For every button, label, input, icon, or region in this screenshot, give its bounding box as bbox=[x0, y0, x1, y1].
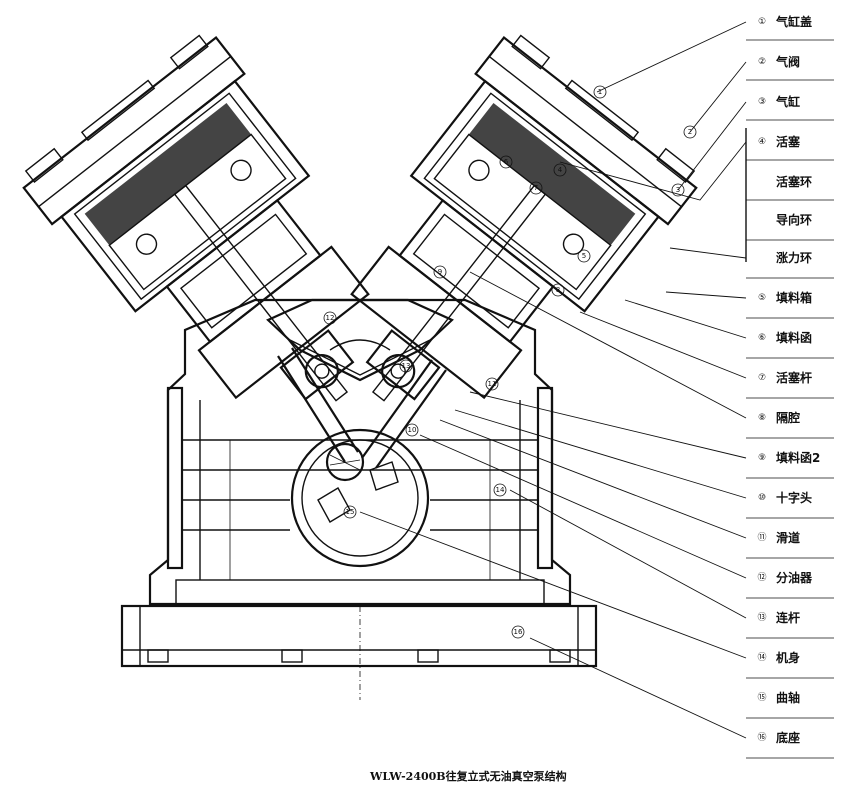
svg-text:连杆: 连杆 bbox=[776, 610, 800, 625]
callout-16: 16 bbox=[511, 625, 525, 639]
svg-text:13: 13 bbox=[402, 362, 411, 370]
legend-item-13: ⑬ 连杆 bbox=[757, 610, 800, 625]
svg-text:1: 1 bbox=[598, 88, 602, 96]
callout-15: 15 bbox=[343, 505, 357, 519]
svg-text:填料函: 填料函 bbox=[776, 330, 812, 345]
svg-text:⑩: ⑩ bbox=[758, 493, 766, 503]
svg-text:⑤: ⑤ bbox=[758, 293, 766, 303]
legend-item-3: ③ 气缸 bbox=[758, 94, 800, 109]
svg-text:8: 8 bbox=[556, 286, 560, 294]
svg-text:⑪: ⑪ bbox=[757, 532, 766, 543]
svg-text:3: 3 bbox=[676, 186, 680, 194]
svg-text:⑬: ⑬ bbox=[757, 612, 766, 623]
svg-text:曲轴: 曲轴 bbox=[776, 690, 800, 705]
svg-text:⑦: ⑦ bbox=[758, 373, 766, 383]
svg-text:活塞环: 活塞环 bbox=[776, 174, 812, 189]
legend-item-1: ① 气缸盖 bbox=[758, 14, 812, 29]
svg-text:12: 12 bbox=[326, 314, 335, 322]
svg-text:①: ① bbox=[758, 17, 766, 27]
svg-text:活塞杆: 活塞杆 bbox=[776, 370, 812, 385]
connecting-rods bbox=[277, 347, 447, 469]
legend-item-14: ⑭ 机身 bbox=[757, 650, 800, 665]
svg-text:15: 15 bbox=[346, 508, 355, 516]
callout-5: 5 bbox=[577, 249, 591, 263]
legend-item-4c: 涨力环 bbox=[776, 250, 812, 265]
part-callouts: 1 2 3 4 5 6 7 8 9 10 11 12 13 14 15 16 bbox=[323, 85, 697, 639]
svg-text:④: ④ bbox=[758, 137, 766, 147]
callout-8: 8 bbox=[551, 283, 565, 297]
parts-legend: ① 气缸盖 ② 气阀 ③ 气缸 ④ 活塞 活塞环 导向环 涨力环 ⑤ 填料箱 ⑥ 填料函 ⑦… bbox=[745, 14, 834, 759]
callout-13: 13 bbox=[399, 359, 413, 373]
diagram-caption: WLW-2400B往复立式无油真空泵结构 bbox=[369, 769, 567, 783]
svg-text:③: ③ bbox=[758, 97, 766, 107]
svg-text:滑道: 滑道 bbox=[776, 530, 800, 545]
legend-item-9: ⑨ 填料函2 bbox=[758, 450, 820, 465]
svg-text:导向环: 导向环 bbox=[776, 212, 812, 227]
legend-item-7: ⑦ 活塞杆 bbox=[758, 370, 812, 385]
svg-text:10: 10 bbox=[408, 426, 417, 434]
callout-9: 9 bbox=[433, 265, 447, 279]
base-plate bbox=[120, 604, 598, 700]
svg-text:14: 14 bbox=[496, 486, 505, 494]
callout-10: 10 bbox=[405, 423, 419, 437]
svg-text:底座: 底座 bbox=[776, 730, 800, 745]
svg-text:⑯: ⑯ bbox=[757, 732, 766, 743]
svg-text:⑧: ⑧ bbox=[758, 413, 766, 423]
svg-text:活塞: 活塞 bbox=[776, 134, 801, 149]
svg-text:2: 2 bbox=[688, 128, 692, 136]
svg-text:气缸盖: 气缸盖 bbox=[775, 14, 812, 29]
svg-text:16: 16 bbox=[514, 628, 523, 636]
svg-text:填料函2: 填料函2 bbox=[776, 450, 820, 465]
legend-item-4a: 活塞环 bbox=[776, 174, 812, 189]
svg-text:⑭: ⑭ bbox=[757, 652, 766, 663]
legend-item-10: ⑩ 十字头 bbox=[758, 490, 812, 505]
legend-item-6: ⑥ 填料函 bbox=[758, 330, 812, 345]
svg-text:②: ② bbox=[758, 57, 766, 67]
callout-6: 6 bbox=[499, 155, 513, 169]
crankshaft bbox=[290, 428, 430, 568]
svg-text:隔腔: 隔腔 bbox=[776, 410, 800, 425]
callout-3: 3 bbox=[671, 183, 685, 197]
svg-text:十字头: 十字头 bbox=[776, 490, 812, 505]
legend-item-5: ⑤ 填料箱 bbox=[758, 290, 812, 305]
callout-12: 12 bbox=[323, 311, 337, 325]
svg-text:气缸: 气缸 bbox=[775, 94, 800, 109]
svg-text:⑫: ⑫ bbox=[757, 572, 766, 583]
callout-1: 1 bbox=[593, 85, 607, 99]
legend-item-4: ④ 活塞 bbox=[758, 134, 801, 149]
svg-text:机身: 机身 bbox=[776, 650, 800, 665]
legend-item-2: ② 气阀 bbox=[758, 54, 800, 69]
left-cylinder-assembly bbox=[22, 34, 370, 402]
leader-lines bbox=[359, 21, 747, 739]
legend-item-15: ⑮ 曲轴 bbox=[757, 690, 800, 705]
callout-2: 2 bbox=[683, 125, 697, 139]
svg-text:6: 6 bbox=[504, 158, 509, 166]
svg-text:4: 4 bbox=[558, 166, 563, 174]
callout-4: 4 bbox=[553, 163, 567, 177]
legend-item-8: ⑧ 隔腔 bbox=[758, 410, 800, 425]
callout-14: 14 bbox=[493, 483, 507, 497]
legend-item-11: ⑪ 滑道 bbox=[757, 530, 800, 545]
crosshead-guide bbox=[266, 298, 454, 382]
legend-item-16: ⑯ 底座 bbox=[757, 730, 800, 745]
svg-text:填料箱: 填料箱 bbox=[776, 290, 812, 305]
svg-text:涨力环: 涨力环 bbox=[776, 250, 812, 265]
right-cylinder-assembly bbox=[350, 34, 698, 402]
svg-text:11: 11 bbox=[488, 380, 497, 388]
legend-item-12: ⑫ 分油器 bbox=[757, 570, 813, 585]
svg-text:⑨: ⑨ bbox=[758, 453, 766, 463]
legend-item-4b: 导向环 bbox=[776, 212, 812, 227]
crankcase-body bbox=[148, 298, 572, 606]
svg-text:⑮: ⑮ bbox=[757, 692, 766, 703]
svg-text:7: 7 bbox=[534, 184, 538, 192]
svg-text:气阀: 气阀 bbox=[775, 54, 800, 69]
svg-text:9: 9 bbox=[438, 268, 442, 276]
callout-7: 7 bbox=[529, 181, 543, 195]
svg-text:5: 5 bbox=[582, 252, 586, 260]
callout-11: 11 bbox=[485, 377, 499, 391]
svg-text:⑥: ⑥ bbox=[758, 333, 766, 343]
svg-text:分油器: 分油器 bbox=[776, 570, 813, 585]
